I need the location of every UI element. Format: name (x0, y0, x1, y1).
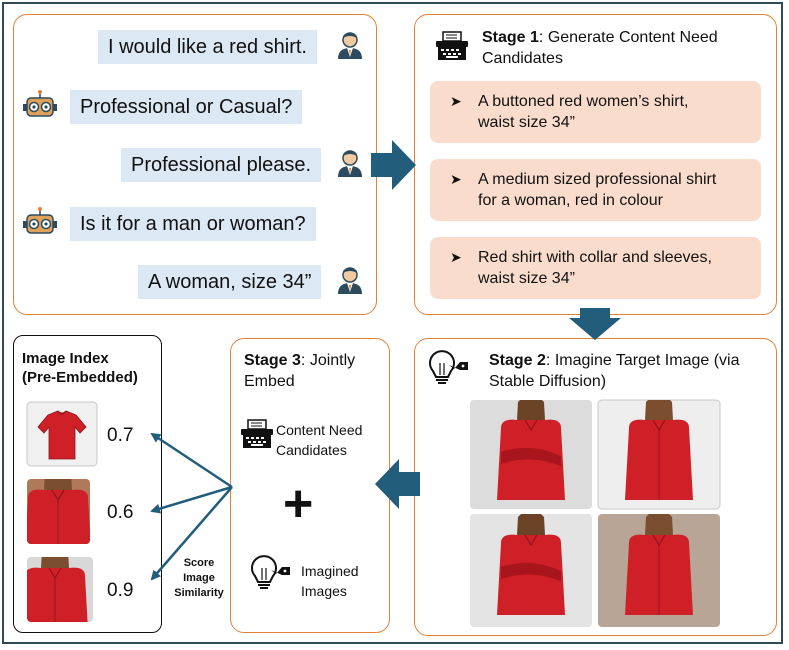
imagined-image-3 (470, 514, 592, 627)
stage3-title-line2: Embed (244, 373, 295, 390)
stage1-label: Stage 1 (482, 29, 539, 46)
candidate-1: ➤ A buttoned red women’s shirt, waist si… (430, 81, 761, 143)
candidate-text: waist size 34” (478, 270, 575, 287)
imagined-image-1 (470, 400, 592, 509)
content-label-line1: Content Need (276, 422, 363, 438)
stage2-title-text: : Imagine Target Image (via (545, 352, 740, 369)
similarity-arrow-1 (150, 432, 233, 489)
user-message-1: I would like a red shirt. (98, 30, 317, 64)
typewriter-icon (240, 419, 274, 449)
bot-message-1: Professional or Casual? (70, 90, 303, 124)
imagined-label-line2: Images (301, 583, 347, 599)
candidate-text: Red shirt with collar and sleeves, (478, 249, 712, 266)
arrow-conversation-to-stage1 (371, 140, 416, 190)
candidate-3: ➤ Red shirt with collar and sleeves, wai… (430, 237, 761, 299)
bot-message-2: Is it for a man or woman? (70, 207, 316, 241)
arrowhead-bullet-icon: ➤ (450, 93, 462, 109)
stage3-panel (230, 338, 390, 633)
imagined-image-4 (598, 514, 720, 627)
stage3-title-text: : Jointly (300, 352, 356, 369)
similarity-arrow-3 (150, 486, 233, 581)
similarity-arrow-2 (150, 485, 233, 514)
figure-frame (2, 2, 783, 644)
stage1-title: Stage 1: Generate Content Need Candidate… (482, 27, 772, 69)
index-image-1 (26, 401, 98, 467)
candidate-text: A medium sized professional shirt (478, 171, 717, 188)
stage1-title-text: : Generate Content Need (538, 29, 718, 46)
score-2: 0.6 (107, 502, 134, 523)
stage1-title-line2: Candidates (482, 50, 563, 67)
arrow-stage1-to-stage2 (569, 308, 621, 340)
user-message-3: A woman, size 34” (138, 265, 322, 299)
arrow-stage2-to-stage3 (375, 459, 420, 509)
stage2-label: Stage 2 (489, 352, 546, 369)
stage3-imagined-label: Imagined Images (301, 561, 359, 601)
score-label-line3: Similarity (174, 587, 224, 599)
stage3-content-label: Content Need Candidates (276, 420, 362, 460)
image-index-title-line2: (Pre-Embedded) (22, 369, 138, 386)
user-message-2: Professional please. (121, 148, 322, 182)
lightbulb-icon (429, 350, 469, 384)
candidate-text: waist size 34” (478, 114, 575, 131)
arrowhead-bullet-icon: ➤ (450, 249, 462, 265)
imagined-image-2 (597, 399, 721, 510)
stage2-title-line2: Stable Diffusion) (489, 373, 607, 390)
content-label-line2: Candidates (276, 442, 347, 458)
index-image-3 (27, 557, 93, 622)
candidate-2: ➤ A medium sized professional shirt for … (430, 159, 761, 221)
lightbulb-icon (251, 555, 291, 589)
score-1: 0.7 (107, 425, 134, 446)
score-label-line1: Score (183, 557, 215, 569)
index-image-2 (27, 479, 90, 544)
candidate-text: A buttoned red women’s shirt, (478, 93, 689, 110)
image-index-title-line1: Image Index (22, 350, 109, 367)
stage3-label: Stage 3 (244, 352, 301, 369)
stage2-title: Stage 2: Imagine Target Image (via Stabl… (489, 350, 774, 392)
stage3-title: Stage 3: Jointly Embed (244, 350, 384, 392)
arrowhead-bullet-icon: ➤ (450, 171, 462, 187)
score-similarity-label: Score Image Similarity (163, 556, 235, 601)
score-label-line2: Image (183, 572, 215, 584)
score-3: 0.9 (107, 580, 134, 601)
candidate-text: for a woman, red in colour (478, 192, 663, 209)
image-index-title: Image Index (Pre-Embedded) (22, 349, 138, 387)
typewriter-icon (435, 31, 469, 61)
imagined-label-line1: Imagined (301, 563, 359, 579)
plus-sign: + (283, 475, 314, 533)
